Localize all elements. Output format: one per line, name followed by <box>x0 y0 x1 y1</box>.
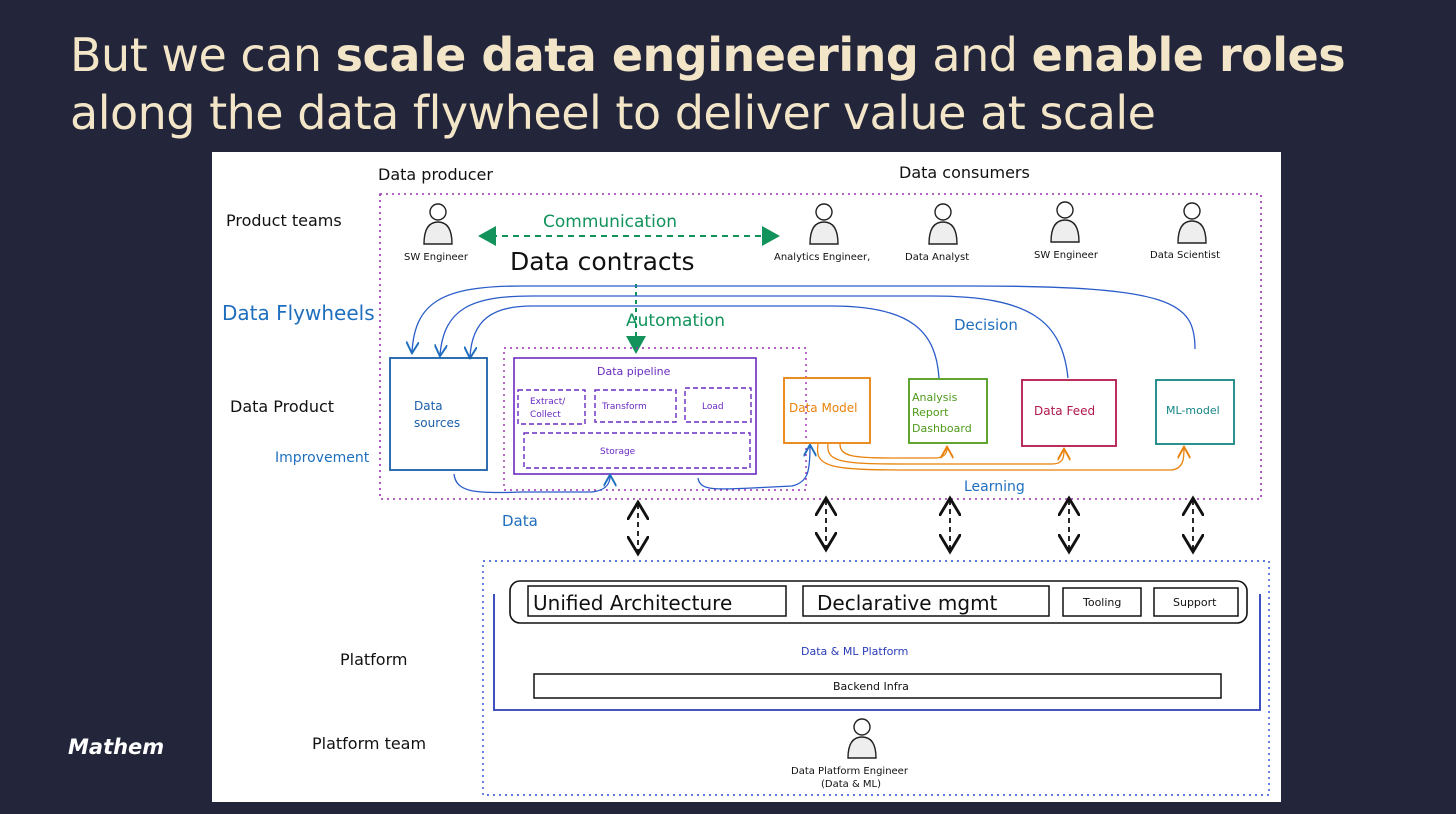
person-icon-sw-engineer-consumer <box>1050 201 1080 243</box>
analysis-report-dashboard-box <box>908 378 988 444</box>
platform-box <box>493 594 1261 711</box>
tooling-box <box>1062 587 1142 617</box>
declarative-mgmt-label: Declarative mgmt <box>817 591 998 615</box>
title-emphasis-roles: enable roles <box>1031 28 1346 82</box>
unified-architecture-label: Unified Architecture <box>533 591 732 615</box>
diagram-canvas: Data producer Data consumers Product tea… <box>212 152 1281 802</box>
decision-curve-data-feed <box>440 295 1069 379</box>
label-learning: Learning <box>964 479 1025 495</box>
label-decision: Decision <box>954 316 1018 334</box>
declarative-mgmt-box <box>802 585 1050 617</box>
data-flow-sources-to-pipeline <box>453 474 610 494</box>
label-data-product: Data Product <box>230 397 334 416</box>
learning-curve-data-feed <box>827 443 1064 465</box>
label-data-contracts: Data contracts <box>510 247 695 276</box>
role-data-scientist: Data Scientist <box>1150 250 1220 261</box>
load-box <box>684 387 752 423</box>
extract-collect-box <box>517 389 586 425</box>
label-platform-team: Platform team <box>312 734 426 753</box>
data-sources-line-1: Data <box>414 399 443 413</box>
role-platform-engineer-line-1: Data Platform Engineer <box>791 766 909 777</box>
label-data-flywheels: Data Flywheels <box>222 301 375 325</box>
slide-title: But we can scale data engineering and en… <box>70 26 1430 142</box>
analysis-line-2: Report <box>912 406 949 419</box>
role-data-analyst: Data Analyst <box>905 252 969 263</box>
flywheel-diagram: Data producer Data consumers Product tea… <box>222 163 1270 796</box>
role-sw-engineer-producer: SW Engineer <box>404 252 469 263</box>
title-text-a: But we can <box>70 28 336 82</box>
role-analytics-engineer: Analytics Engineer, <box>774 252 870 263</box>
load-label: Load <box>702 402 724 412</box>
transform-box <box>594 389 677 423</box>
decision-curve-analysis <box>470 305 940 379</box>
title-emphasis-scale: scale data engineering <box>335 28 919 82</box>
title-line-2: along the data flywheel to deliver value… <box>70 86 1156 140</box>
tooling-label: Tooling <box>1082 596 1121 609</box>
analysis-line-1: Analysis <box>912 391 958 404</box>
storage-box <box>523 432 751 469</box>
person-icon-analytics-engineer <box>809 203 839 245</box>
support-box <box>1153 587 1239 617</box>
data-sources-line-2: sources <box>414 416 460 430</box>
label-communication: Communication <box>543 212 677 232</box>
person-icon-data-analyst <box>928 203 958 245</box>
data-sources-box <box>389 357 488 471</box>
label-data-producer: Data producer <box>378 165 493 184</box>
label-product-teams: Product teams <box>226 211 342 230</box>
backend-infra-label: Backend Infra <box>833 680 909 693</box>
data-ml-platform-label: Data & ML Platform <box>801 645 908 658</box>
learning-curve-analysis <box>839 443 947 459</box>
title-text-b: and <box>918 28 1032 82</box>
analysis-line-3: Dashboard <box>912 422 972 435</box>
data-pipeline-box <box>513 357 757 475</box>
label-platform: Platform <box>340 650 407 669</box>
storage-label: Storage <box>600 447 636 457</box>
person-icon-sw-engineer-producer <box>423 203 453 245</box>
data-feed-label: Data Feed <box>1034 404 1095 418</box>
extract-collect-line-2: Collect <box>530 410 561 420</box>
role-platform-engineer-line-2: (Data & ML) <box>821 779 881 790</box>
brand-logo: Mathem <box>68 735 165 759</box>
data-model-label: Data Model <box>789 401 858 415</box>
data-pipeline-frame <box>503 347 807 491</box>
label-data: Data <box>502 512 538 530</box>
title-line-1: But we can scale data engineering and en… <box>70 28 1346 82</box>
person-icon-data-platform-engineer <box>847 718 877 759</box>
person-icon-data-scientist <box>1177 202 1207 244</box>
learning-curve-ml-model <box>816 443 1184 471</box>
unified-architecture-box <box>527 585 787 617</box>
data-flow-pipeline-to-model <box>697 446 810 490</box>
backend-infra-box <box>533 673 1222 699</box>
role-sw-engineer-consumer: SW Engineer <box>1034 250 1099 261</box>
decision-curve-ml-model <box>412 285 1196 352</box>
extract-collect-line-1: Extract/ <box>530 397 566 407</box>
label-improvement: Improvement <box>275 450 370 466</box>
ml-model-label: ML-model <box>1166 404 1220 417</box>
label-data-consumers: Data consumers <box>899 163 1030 182</box>
data-feed-box <box>1021 379 1117 447</box>
data-model-box <box>783 377 871 444</box>
support-label: Support <box>1173 596 1217 609</box>
transform-label: Transform <box>601 402 647 412</box>
data-pipeline-label: Data pipeline <box>597 365 671 378</box>
label-automation: Automation <box>626 311 725 331</box>
ml-model-box <box>1155 379 1235 445</box>
